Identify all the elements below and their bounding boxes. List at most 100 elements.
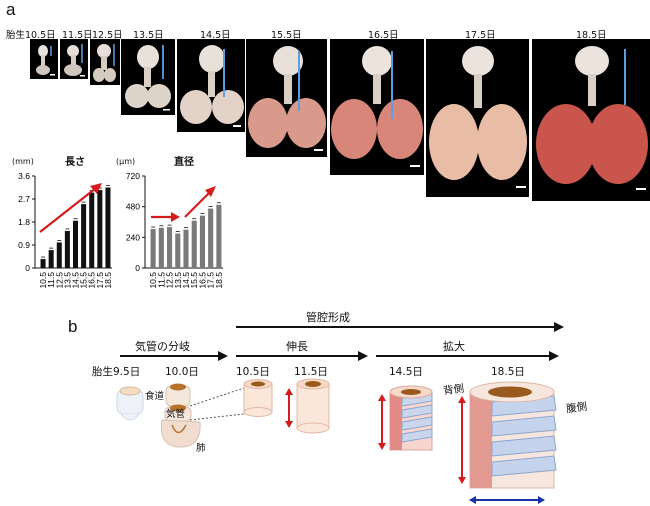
chart-diameter-xtick-label: 10.5 [148,272,158,289]
chart-diameter-ytick-label: 720 [126,171,140,181]
chart-length-ytick-label: 0.9 [18,240,30,250]
chart-diameter-bar [208,208,214,268]
chart-length-ytick-label: 0 [25,263,30,273]
chart-diameter-xtick-label: 16.5 [197,272,207,289]
chart-diameter-bar [150,229,156,268]
label-esophagus: 食道 [145,391,165,402]
chart-diameter-bar [183,229,189,268]
chart-diameter-unit: (μm) [116,157,136,166]
chart-length-bar [56,242,62,268]
chart-diameter-ytick-label: 480 [126,202,140,212]
chart-length-xtick-label: 18.5 [103,272,113,289]
chart-diameter-ytick-label: 240 [126,232,140,242]
chart-diameter-xtick-label: 17.5 [206,272,216,289]
chart-diameter-xtick-label: 13.5 [173,272,183,289]
chart-diameter-bar [167,227,173,268]
label-ventral: 腹側 [565,400,588,416]
chart-diameter-title: 直径 [174,157,194,168]
chart-length-bar [105,187,111,268]
chart-length-xtick-label: 16.5 [87,272,97,289]
chart-length-ytick-label: 2.7 [18,194,30,204]
chart-length-xtick-label: 11.5 [46,272,56,288]
chart-length-title: 長さ [65,157,85,168]
stage-b-11-5: 11.5日 [294,366,328,378]
tube-e18-5 [458,381,557,504]
tube-e11-5 [285,378,330,434]
stage-b-14-5: 14.5日 [389,366,423,378]
photo-e10-5 [30,39,58,79]
chart-length-xtick-label: 14.5 [71,272,81,289]
header-elongation: 伸長 [286,340,308,353]
chart-length-bar [89,192,95,268]
label-trachea: 気管 [166,409,186,420]
stage-label-13-5: 13.5日 [133,30,164,41]
chart-length-xtick-label: 13.5 [62,272,72,289]
chart-length-trend-arrowhead [90,183,102,194]
stage-label-12-5: 12.5日 [92,30,123,41]
zoom-line-bottom [189,413,245,421]
label-dorsal: 背側 [442,382,465,398]
chart-length-xtick-label: 17.5 [95,272,105,289]
chart-length-bar [97,190,103,268]
chart-diameter-bar [191,220,197,268]
header-lumen-formation: 管腔形成 [306,311,350,324]
chart-diameter-xtick-label: 15.5 [189,272,199,289]
chart-length-bar [48,250,54,268]
label-lung: 肺 [196,443,206,454]
stage-label-11-5: 11.5日 [62,30,93,41]
photo-e12-5 [90,39,120,85]
stage-label-10-5: 胎生10.5日 [6,30,56,41]
chart-length-bar [64,230,70,268]
chart-diameter-bar [216,204,222,268]
stage-label-16-5: 16.5日 [368,30,399,41]
photo-e13-5 [121,39,175,115]
stage-label-15-5: 15.5日 [271,30,302,41]
foregut-e9-5 [116,386,144,421]
chart-diameter-rise-arrowhead [205,186,216,197]
chart-diameter-xtick-label: 12.5 [165,272,175,289]
panel-a-label: a [6,0,16,19]
photo-e14-5 [177,39,245,132]
panel-b-label: b [68,317,78,336]
trachea-branch-e10 [160,383,201,448]
photo-e11-5 [60,39,88,79]
zoom-line-top [189,387,245,407]
chart-diameter-xtick-label: 11.5 [156,272,166,288]
chart-length-ytick-label: 3.6 [18,171,30,181]
chart-diameter-bar [175,233,181,268]
chart-diameter-flat-arrowhead [171,212,180,222]
photo-e18-5 [532,39,650,201]
chart-length-bar [40,259,46,268]
photo-e17-5 [426,39,529,197]
tube-e14-5 [378,385,433,451]
chart-diameter-xtick-label: 14.5 [181,272,191,289]
photo-e16-5 [330,39,424,175]
tube-e10-5 [243,379,273,417]
chart-length-unit: (mm) [12,157,34,166]
chart-diameter-ytick-label: 0 [135,263,140,273]
chart-length-xtick-label: 10.5 [38,272,48,289]
chart-diameter-bar [199,215,205,268]
header-expansion: 拡大 [443,340,465,353]
stage-label-18-5: 18.5日 [576,30,607,41]
stage-label-17-5: 17.5日 [465,30,496,41]
stage-b-9-5: 胎生9.5日 [92,366,141,378]
chart-diameter-rise-arrow [184,191,211,218]
stage-b-10-0: 10.0日 [165,366,199,378]
stage-b-10-5: 10.5日 [236,366,270,378]
header-branching: 気管の分岐 [135,340,190,353]
stage-b-18-5: 18.5日 [491,366,525,378]
chart-length-xtick-label: 12.5 [54,272,64,289]
chart-length-bar [81,204,87,268]
chart-length-bar [72,220,79,268]
chart-length-ytick-label: 1.8 [18,217,30,227]
chart-length-xtick-label: 15.5 [79,272,89,289]
chart-length-trend-arrow [39,187,97,233]
chart-diameter-xtick-label: 18.5 [214,272,224,289]
chart-diameter-bar [158,227,164,268]
stage-label-14-5: 14.5日 [200,30,231,41]
photo-e15-5 [246,39,327,157]
chart-length: 3.6 2.7 1.8 0.9 0 10.511.512.513.514.515.516… [18,171,113,289]
